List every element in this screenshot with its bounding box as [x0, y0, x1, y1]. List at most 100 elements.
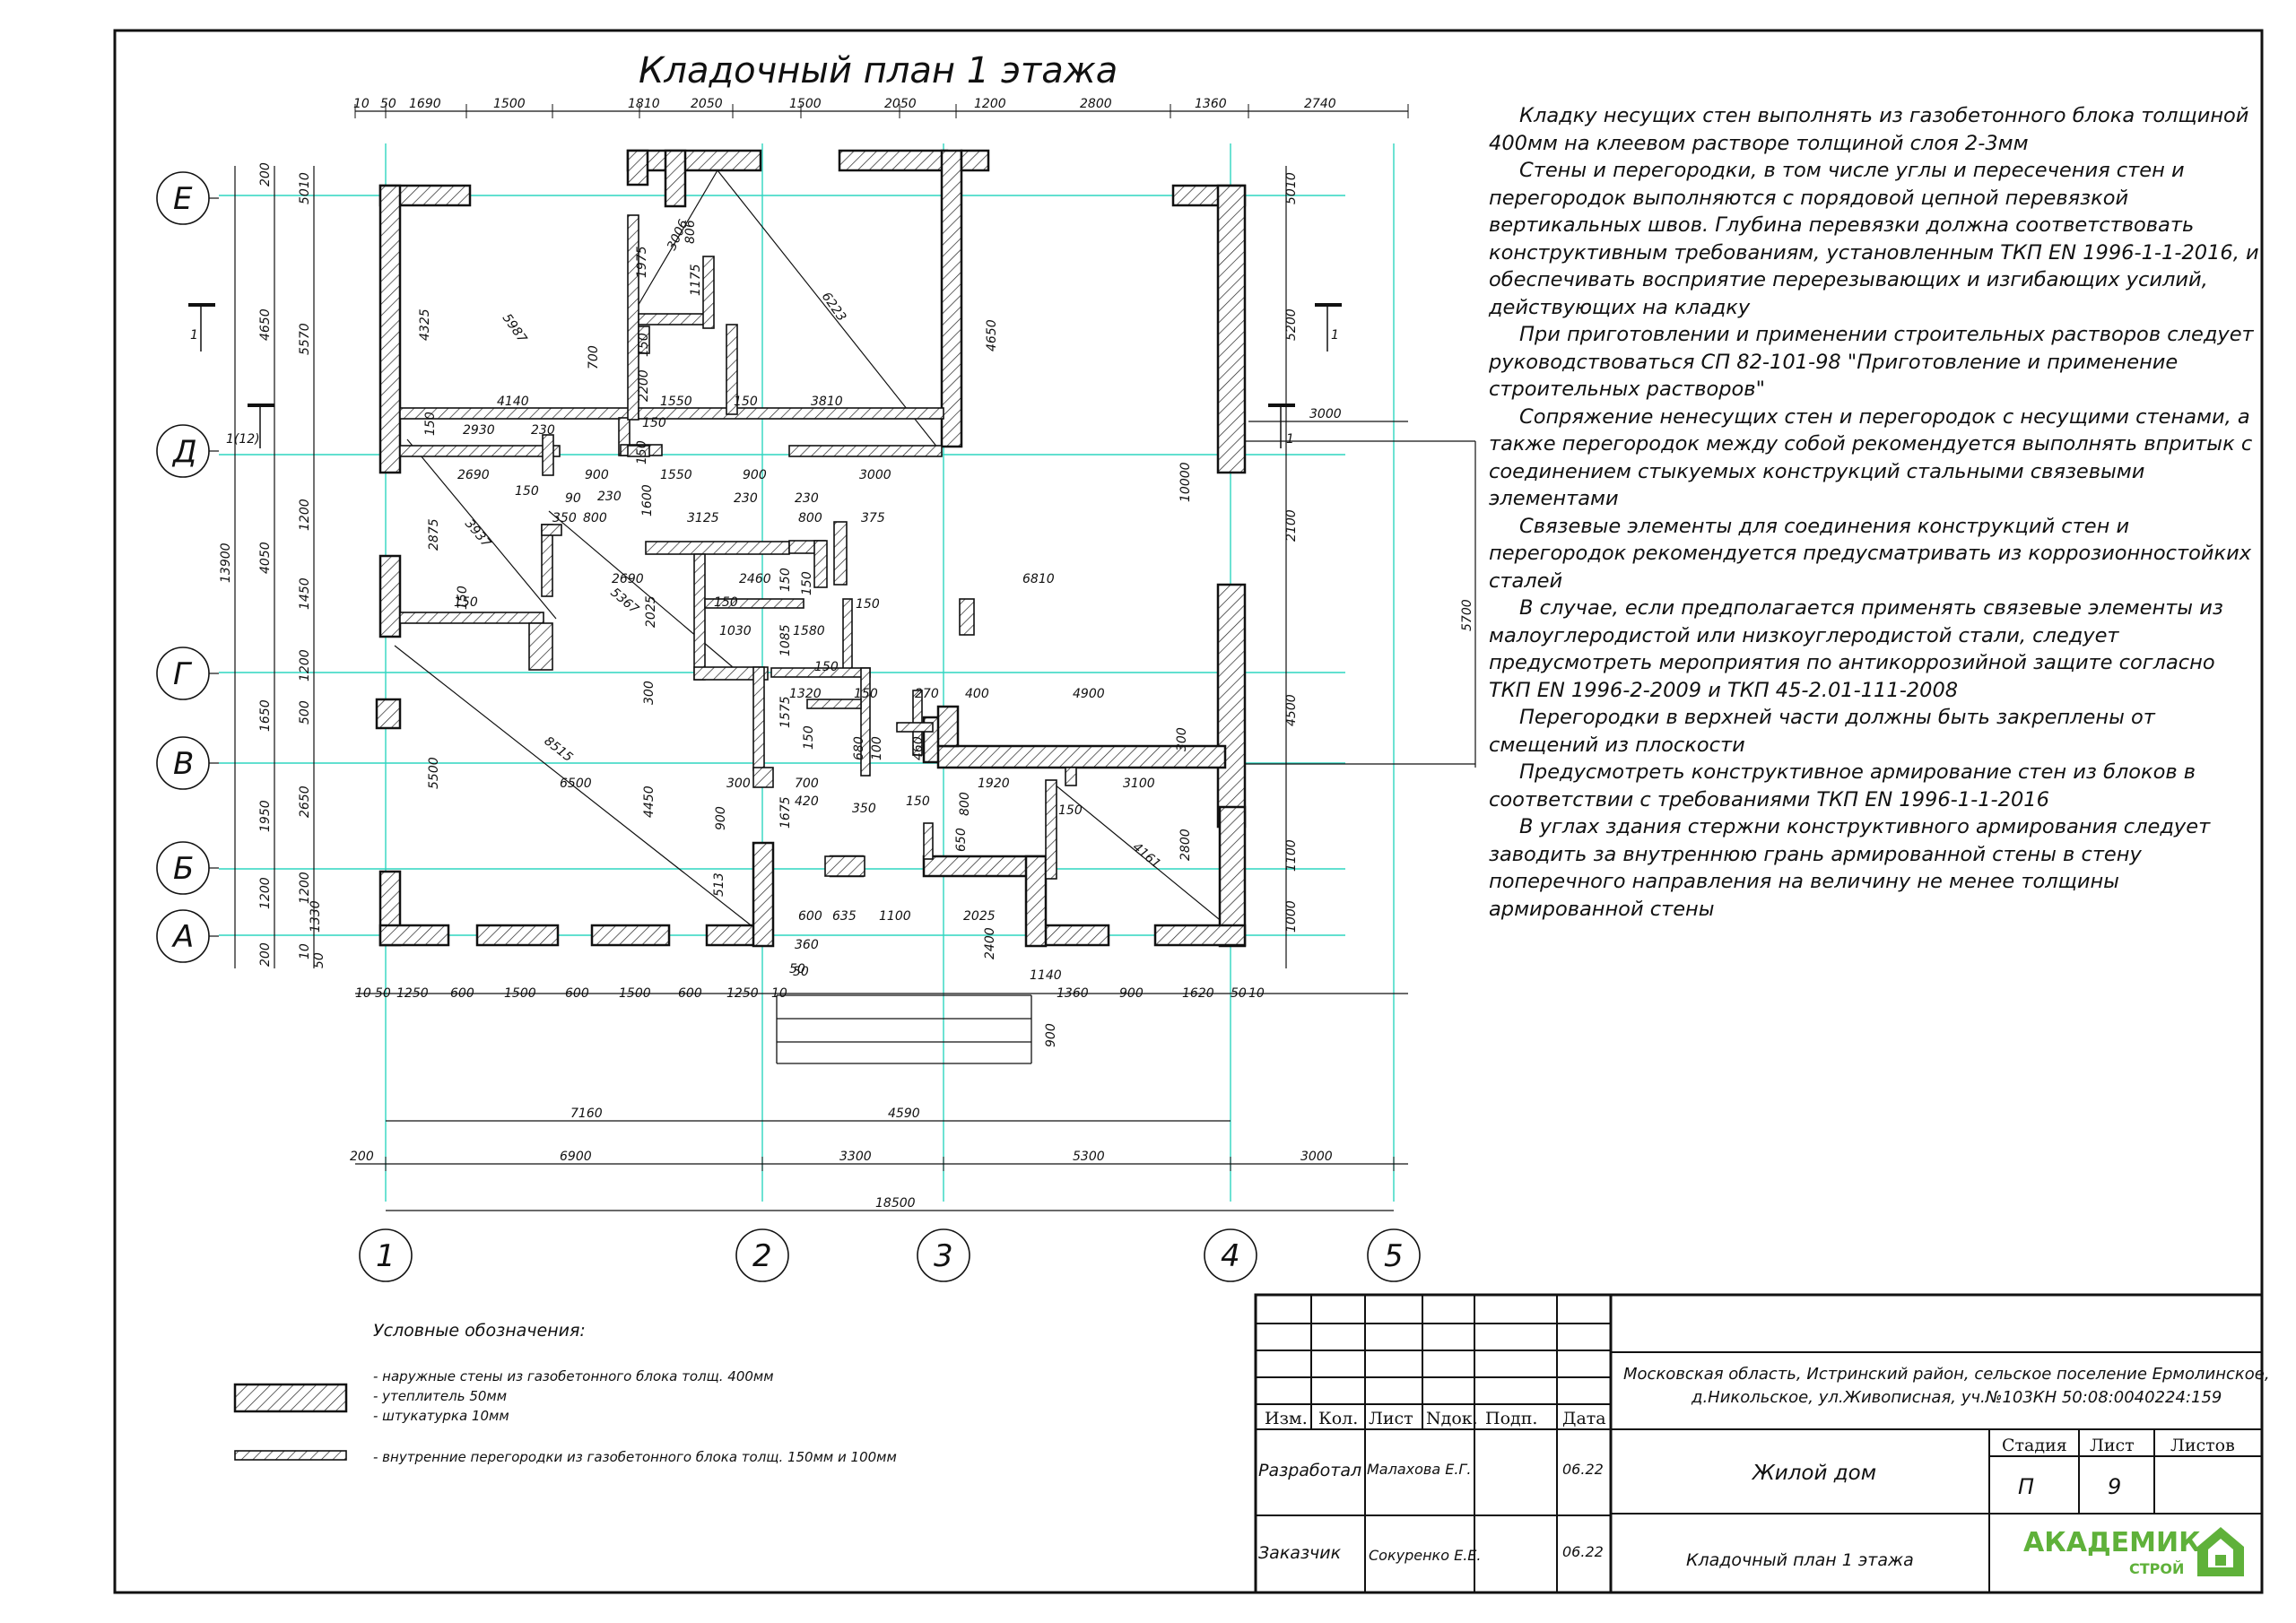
dim-in-150o: 150 [800, 571, 814, 595]
dim-in-90: 90 [565, 491, 581, 506]
dim-top-2800: 2800 [1080, 97, 1112, 111]
dim-in-3937: 3937 [462, 516, 493, 551]
dim-in-5987: 5987 [500, 311, 530, 345]
dim-stair-900: 900 [1044, 1023, 1058, 1047]
dim-left-4050: 4050 [258, 542, 273, 574]
dim-bot-900: 900 [1119, 986, 1144, 1001]
note-4: Сопряжение ненесущих стен и перегородок … [1489, 404, 2253, 511]
dim-in-2200: 2200 [637, 369, 651, 402]
dim-top-1500: 1500 [493, 97, 526, 111]
dim-in-2460: 2460 [739, 572, 771, 586]
dim-in-300: 300 [726, 777, 751, 791]
sheet-border [113, 29, 2264, 1594]
logo-house-icon [2197, 1527, 2244, 1576]
dim-in-150d: 150 [856, 597, 880, 612]
note-9: В углах здания стержни конструктивного а… [1489, 815, 2211, 921]
dim-in-6810: 6810 [1022, 572, 1055, 586]
dim-in-150f: 150 [814, 660, 839, 674]
dim-in-700b: 700 [587, 345, 601, 369]
dimension-lines [234, 104, 1476, 1211]
row-axis-a: А [171, 919, 194, 955]
dim-bot-10: 10 [355, 986, 371, 1001]
dim-in-1085: 1085 [778, 624, 793, 656]
dim-bot-1360: 1360 [1057, 986, 1089, 1001]
column-axis-markers: 1 2 3 4 5 [359, 1228, 1421, 1282]
legend-item-insulation: - утеплитель 50мм [373, 1388, 507, 1404]
top-dimensions: 10 50 1690 1500 1810 2050 1500 2050 1200… [353, 97, 1336, 111]
dim-bot-50c: 50 [1231, 986, 1247, 1001]
interior-dimensions: 4140 1550 150 3810 2930 230 2690 150 900… [418, 218, 1189, 979]
dim-right-2100: 2100 [1284, 509, 1299, 542]
dim-in-230d: 230 [795, 491, 819, 506]
dim-in-2930: 2930 [463, 423, 495, 438]
dim-in-900: 900 [585, 468, 609, 482]
dim-in-1575: 1575 [778, 696, 793, 728]
row-axis-markers: Е Д Г В Б А [156, 171, 219, 963]
dim-in-150h: 150 [1058, 803, 1083, 818]
dim-bot-10b: 10 [771, 986, 787, 1001]
dim-in-1030: 1030 [719, 624, 752, 638]
dim-in-230: 230 [531, 423, 555, 438]
dim-right-4500: 4500 [1284, 694, 1299, 726]
dim-in-680: 680 [852, 736, 866, 760]
dim-in-460: 460 [911, 736, 926, 760]
tb-date-customer: 06.22 [1562, 1543, 1604, 1560]
dim-left-i500: 500 [298, 700, 312, 725]
dim-total-18500: 18500 [875, 1196, 916, 1211]
dim-in-4140: 4140 [497, 395, 529, 409]
tb-header-ndok: Nдок. [1426, 1409, 1478, 1428]
dim-in-420: 420 [795, 794, 819, 809]
dim-in-8515: 8515 [542, 734, 576, 766]
col-axis-1: 1 [376, 1238, 396, 1274]
dim-in-2690: 2690 [457, 468, 490, 482]
dim-top-1500b: 1500 [789, 97, 822, 111]
dim-top-2050b: 2050 [884, 97, 917, 111]
dim-top-1360: 1360 [1195, 97, 1227, 111]
company-logo: АКАДЕМИК СТРОЙ [2023, 1527, 2244, 1577]
dim-in-350: 350 [552, 511, 577, 525]
dim-in-700: 700 [795, 777, 819, 791]
dim-in-5367: 5367 [607, 586, 641, 617]
dim-in-800: 800 [583, 511, 607, 525]
dim-top-2740: 2740 [1304, 97, 1336, 111]
dim-6900: 6900 [560, 1150, 592, 1164]
dim-bot-1500a: 1500 [504, 986, 536, 1001]
dim-bot-50b: 50 [789, 962, 805, 976]
tb-name-developer: Малахова Е.Г. [1367, 1461, 1471, 1478]
dim-bot-600a: 600 [450, 986, 474, 1001]
tb-header-podp: Подп. [1485, 1409, 1537, 1428]
dim-in-2690b: 2690 [612, 572, 644, 586]
dim-in-635: 635 [832, 909, 857, 924]
dim-left-1650: 1650 [258, 699, 273, 732]
note-6: В случае, если предполагается применять … [1489, 596, 2223, 702]
dim-in-600: 600 [798, 909, 822, 924]
section-label-left: 1 [190, 328, 198, 343]
dim-right-2800: 2800 [1178, 829, 1193, 861]
dim-top-50: 50 [380, 97, 396, 111]
dim-bot-1250: 1250 [396, 986, 429, 1001]
dim-left-total: 13900 [219, 542, 233, 583]
note-8: Предусмотреть конструктивное армирование… [1489, 760, 2196, 812]
section-marks: 1 1(12) 1 1 [188, 303, 1342, 448]
col-axis-5: 5 [1384, 1238, 1404, 1274]
dim-in-1920: 1920 [978, 777, 1010, 791]
dim-in-900b: 900 [743, 468, 767, 482]
dim-in-300c: 300 [1175, 727, 1189, 751]
note-1: Кладку несущих стен выполнять из газобет… [1489, 104, 2249, 155]
dim-in-3125: 3125 [687, 511, 719, 525]
right-dimensions: 50 10 5200 2100 4500 1100 1000 3000 5700… [985, 172, 1474, 933]
dim-left-4650: 4650 [258, 308, 273, 341]
section-label-right-2: 1 [1286, 432, 1294, 447]
section-label-2: 1(12) [226, 432, 260, 447]
dim-in-50: 50 [793, 965, 809, 979]
dim-left-i50b: 50 [312, 952, 326, 968]
note-3: При приготовлении и применении строитель… [1489, 323, 2254, 401]
dim-in-300b: 300 [642, 681, 657, 705]
tb-name-customer: Сокуренко Е.Е. [1369, 1547, 1481, 1564]
tb-sheet-name: Кладочный план 1 этажа [1686, 1550, 1914, 1570]
dim-bot-10c: 10 [1248, 986, 1265, 1001]
col-axis-3: 3 [934, 1238, 953, 1274]
col-axis-2: 2 [752, 1238, 772, 1274]
dim-in-1550: 1550 [660, 395, 692, 409]
tb-header-kol: Кол. [1318, 1409, 1358, 1428]
